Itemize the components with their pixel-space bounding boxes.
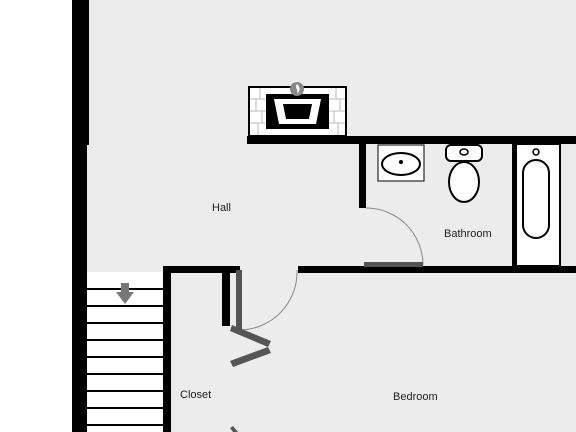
bathroom-west-wall: [359, 144, 366, 208]
bedroom-door-panel: [236, 270, 242, 330]
bathroom-north-wall: [247, 136, 576, 144]
closet-east-wall: [222, 266, 230, 326]
toilet: [445, 144, 483, 203]
firebox-grate: [283, 104, 312, 119]
bathroom-door-panel: [364, 262, 423, 267]
bifold-panel: [230, 325, 271, 347]
closet-bifold-door: [230, 325, 271, 432]
room-labels: Hall Bathroom Closet Bedroom: [180, 202, 492, 403]
fireplace: [248, 82, 347, 137]
bedroom-north-wall-east: [298, 266, 576, 273]
room-label-hall: Hall: [212, 202, 231, 214]
stair-down-arrow-icon: [116, 283, 134, 304]
toilet-bowl: [448, 161, 480, 203]
room-label-closet: Closet: [180, 389, 211, 401]
room-label-bathroom: Bathroom: [444, 228, 492, 240]
room-label-bedroom: Bedroom: [393, 391, 438, 403]
staircase: [87, 272, 163, 432]
bedroom-north-wall-west: [163, 266, 236, 273]
hall-west-trim: [87, 0, 89, 145]
bathroom-sink: [377, 144, 425, 182]
hall-bedroom-door: [236, 269, 298, 331]
bifold-panel: [230, 347, 271, 367]
bedroom-door-swing: [239, 269, 298, 331]
bathtub: [515, 143, 561, 267]
bathroom-door-swing: [365, 207, 424, 266]
bathroom-door: [364, 207, 424, 267]
doors: [230, 207, 424, 432]
bathroom-fixtures: [377, 143, 561, 267]
sink-drain-icon: [399, 160, 403, 164]
tub-alcove-wall: [512, 144, 516, 268]
tub-faucet-icon: [532, 148, 540, 156]
tub-basin: [522, 159, 550, 239]
west-wall: [72, 0, 87, 432]
closet-west-wall: [163, 266, 171, 432]
bifold-panel: [230, 426, 238, 432]
walls: [72, 0, 576, 432]
